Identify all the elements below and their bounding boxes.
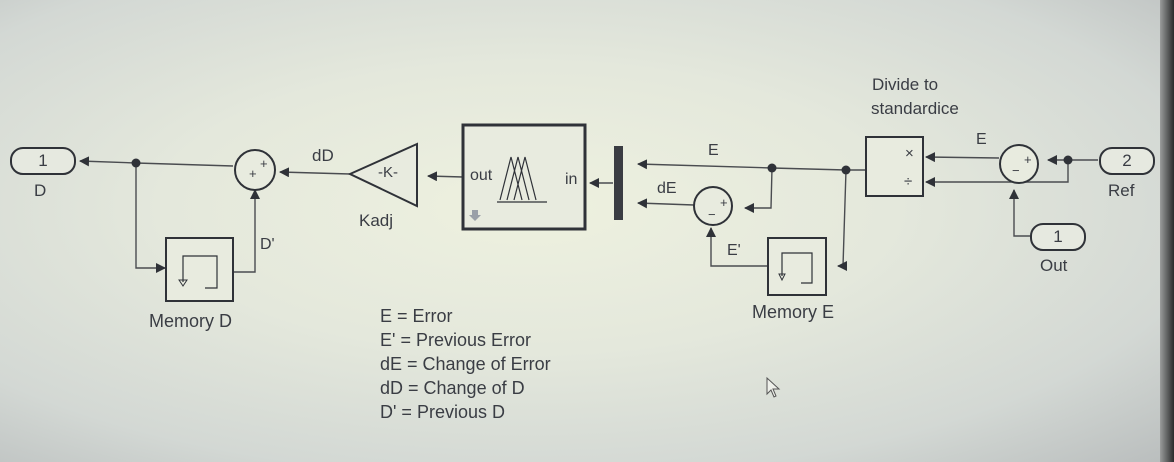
memory-d-block[interactable] (165, 237, 234, 302)
signal-label-e-prev: E' (727, 242, 741, 259)
legend-line: E = Error (380, 306, 453, 326)
outport-d-label: D (34, 181, 47, 200)
memory-d-icon (182, 255, 218, 289)
sum-d-sign-bottom: + (249, 166, 257, 181)
wire-de-to-mux (637, 198, 695, 209)
signal-label-d-prev: D' (260, 236, 275, 253)
sum-e-block[interactable] (999, 144, 1039, 184)
sum-e-sign-plus: + (1024, 152, 1032, 167)
membership-functions-icon (497, 156, 547, 203)
wire-ref-to-divide (925, 160, 1069, 187)
legend-line: dD = Change of D (380, 378, 525, 398)
legend-line: dE = Change of Error (380, 354, 551, 374)
wire-fuzzy-to-gain (427, 171, 464, 182)
divide-label-line2: standardice (871, 99, 959, 118)
wire-e-main (771, 167, 847, 171)
mask-arrow-icon (469, 210, 481, 221)
signal-label-de: dE (657, 180, 677, 197)
junction-dot (1063, 155, 1073, 165)
wire-sum-d-out (135, 162, 234, 167)
junction-dot (767, 163, 777, 173)
wire-memory-e-to-sum-de (706, 227, 768, 267)
memory-e-icon (781, 252, 813, 284)
signal-label-dd: dD (312, 146, 334, 165)
sum-de-sign-minus: − (708, 207, 716, 222)
inport-ref[interactable]: 2 (1099, 147, 1155, 175)
wire-e-to-memory-e (837, 169, 847, 271)
legend-line: D' = Previous D (380, 402, 505, 422)
sum-de-sign-plus: + (720, 195, 728, 210)
legend-line: E' = Previous Error (380, 330, 531, 350)
wire-out-to-sum-e (1009, 189, 1030, 237)
screen-bezel (1160, 0, 1174, 462)
fuzzy-logic-block[interactable] (461, 123, 587, 231)
outport-d[interactable]: 1 (10, 147, 76, 175)
gain-label: Kadj (359, 211, 394, 230)
divide-label-line1: Divide to (872, 75, 939, 94)
mux-block[interactable] (614, 146, 623, 220)
junction-dot (131, 158, 141, 168)
fuzzy-in-port-label: in (565, 171, 578, 188)
signal-label-e-right: E (976, 131, 987, 148)
wire-d-to-port (79, 156, 137, 167)
divide-division-sign: ÷ (904, 173, 913, 190)
divide-multiply-sign: × (905, 145, 914, 162)
wire-dd (279, 167, 351, 178)
mouse-cursor-icon (766, 376, 781, 398)
divide-block[interactable] (865, 136, 924, 197)
wire-e-to-mux (637, 159, 773, 170)
sum-de-block[interactable] (693, 186, 733, 226)
memory-e-label: Memory E (752, 302, 835, 322)
memory-e-block[interactable] (767, 237, 827, 296)
junction-dot (841, 165, 851, 175)
gain-symbol: -K- (378, 164, 398, 181)
wire-d-to-memory-d (135, 163, 166, 273)
memory-d-label: Memory D (149, 311, 233, 331)
wire-e-to-divide (925, 152, 1000, 163)
fuzzy-out-port-label: out (470, 167, 493, 184)
signal-label-e-top: E (708, 142, 719, 159)
inport-out[interactable]: 1 (1030, 223, 1086, 251)
sum-e-sign-minus: − (1012, 163, 1020, 178)
gain-block[interactable] (347, 142, 418, 208)
sum-d-block[interactable] (234, 149, 276, 191)
legend-annotation: E = Error E' = Previous Error dE = Chang… (380, 304, 551, 424)
inport-out-label: Out (1040, 256, 1068, 275)
sum-d-sign-top: + (260, 156, 268, 171)
wire-memory-d-to-sum-d (233, 189, 260, 273)
inport-ref-label: Ref (1108, 181, 1135, 200)
wire-e-to-sum-de (744, 167, 773, 213)
